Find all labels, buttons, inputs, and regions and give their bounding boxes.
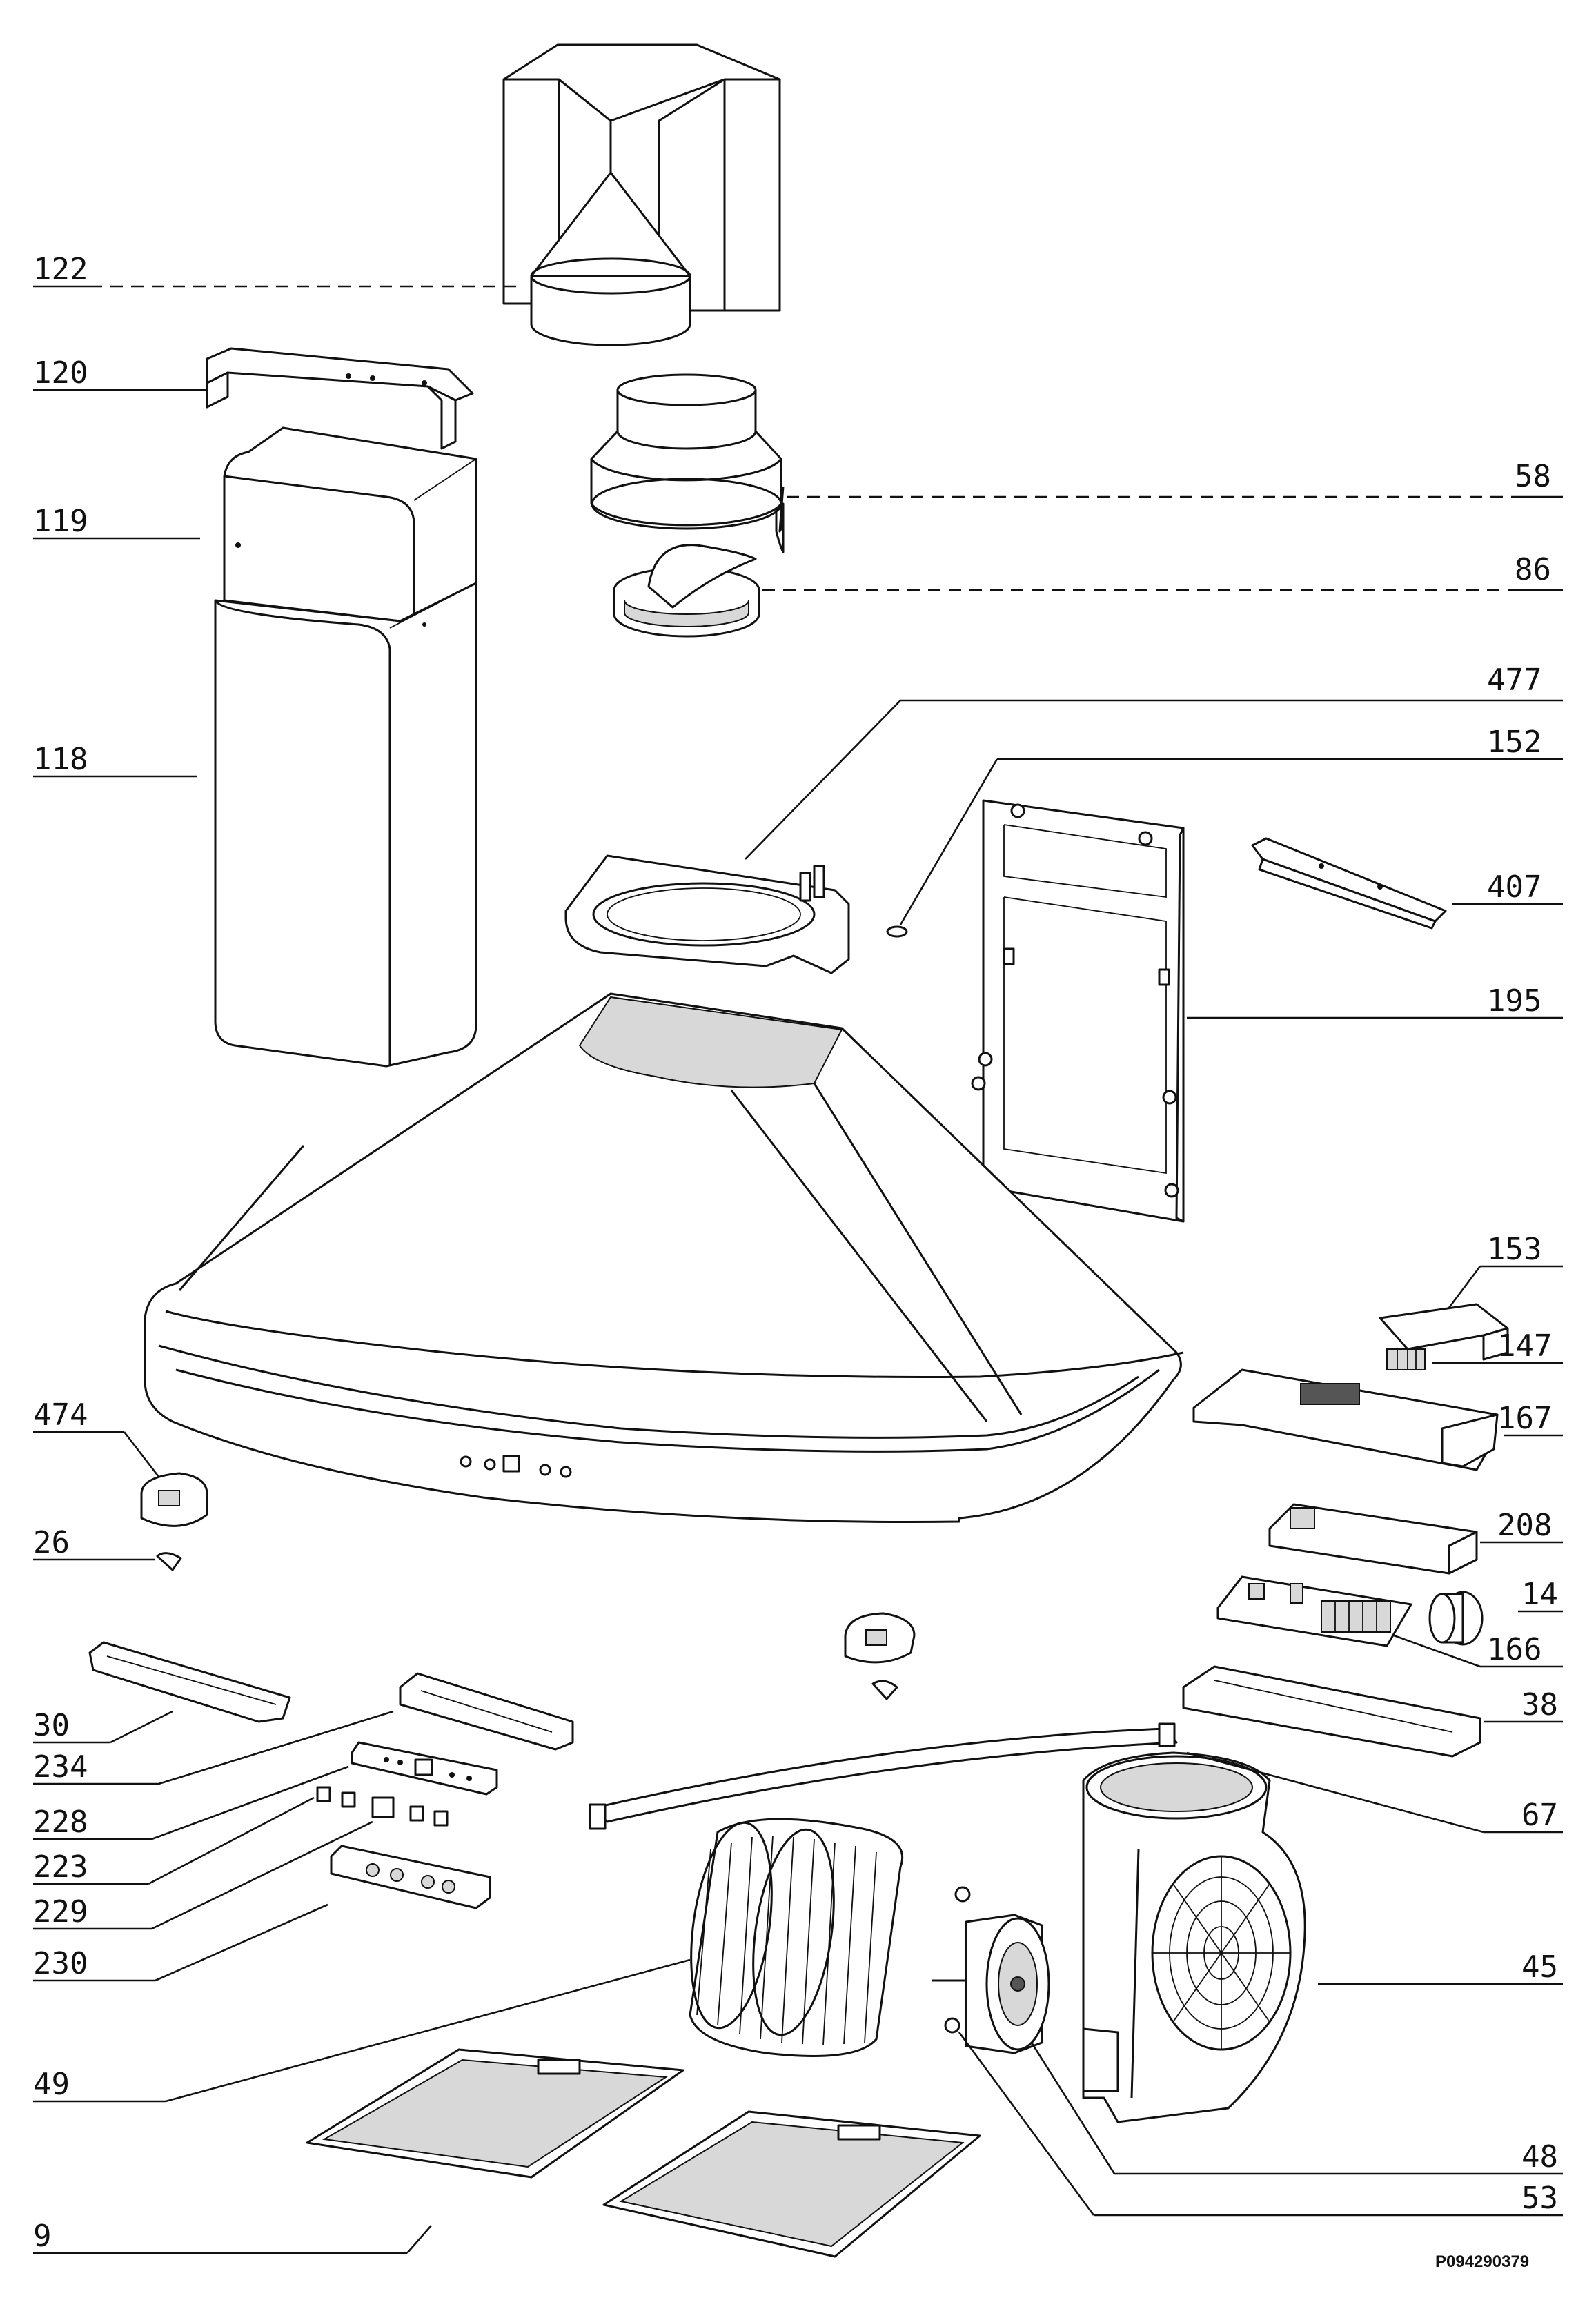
part-49-fan-impeller xyxy=(689,1818,904,2057)
part-229-selector-button xyxy=(371,1796,395,1818)
callout-14: 14 xyxy=(1518,1577,1563,1613)
svg-text:223: 223 xyxy=(33,1849,88,1885)
callout-229: 229 xyxy=(33,1820,373,1930)
svg-text:208: 208 xyxy=(1497,1508,1552,1543)
part-48-motor xyxy=(932,1914,1050,2054)
callout-230: 230 xyxy=(33,1903,328,1982)
svg-text:230: 230 xyxy=(33,1946,88,1981)
callout-147: 147 xyxy=(1432,1328,1563,1364)
svg-text:153: 153 xyxy=(1487,1232,1541,1267)
part-223-push-buttons xyxy=(316,1786,449,1827)
callout-120: 120 xyxy=(33,355,207,391)
callout-152: 152 xyxy=(899,725,1563,925)
callout-122: 122 xyxy=(33,252,524,288)
svg-text:86: 86 xyxy=(1515,552,1551,587)
callout-45: 45 xyxy=(1318,1949,1563,1985)
part-53-fixing-nuts xyxy=(944,1886,971,2034)
svg-text:195: 195 xyxy=(1487,983,1541,1019)
svg-text:48: 48 xyxy=(1521,2139,1558,2174)
callout-119: 119 xyxy=(33,504,200,540)
part-152-small-clip xyxy=(886,925,908,938)
part-14-capacitor xyxy=(1428,1591,1484,1646)
callout-223: 223 xyxy=(33,1796,315,1885)
callout-86: 86 xyxy=(762,552,1563,591)
callout-38: 38 xyxy=(1484,1687,1563,1723)
part-26-bulb xyxy=(156,1552,182,1571)
callout-407: 407 xyxy=(1452,869,1563,905)
svg-text:229: 229 xyxy=(33,1894,88,1929)
callout-153: 153 xyxy=(1448,1232,1563,1308)
part-474-lamp-holder xyxy=(140,1472,208,1527)
part-118-lower-chimney xyxy=(214,582,477,1068)
svg-text:120: 120 xyxy=(33,355,88,391)
part-86-backflow-damper xyxy=(613,544,760,638)
svg-text:234: 234 xyxy=(33,1749,88,1785)
part-230-control-board xyxy=(330,1845,491,1909)
svg-text:67: 67 xyxy=(1521,1798,1558,1833)
svg-text:147: 147 xyxy=(1497,1328,1552,1364)
part-58-outlet-flange xyxy=(590,373,785,553)
svg-text:122: 122 xyxy=(33,252,88,287)
svg-text:228: 228 xyxy=(33,1805,88,1840)
callout-30: 30 xyxy=(33,1708,173,1744)
callout-167: 167 xyxy=(1497,1401,1563,1437)
svg-text:407: 407 xyxy=(1487,869,1541,905)
part-30-lamp-trim xyxy=(88,1641,291,1723)
part-119-upper-chimney xyxy=(223,426,477,622)
part-234-control-housing xyxy=(399,1672,574,1751)
callout-228: 228 xyxy=(33,1765,349,1840)
callout-9: 9 xyxy=(33,2219,432,2254)
svg-text:152: 152 xyxy=(1487,725,1541,760)
part-67-cable-loom xyxy=(589,1722,1178,1830)
callout-49: 49 xyxy=(33,1958,691,2103)
part-195-rear-panel xyxy=(971,799,1185,1223)
callout-166: 166 xyxy=(1393,1632,1563,1668)
part-147-terminal-block xyxy=(1386,1348,1426,1370)
part-228-switch-plate xyxy=(351,1741,498,1796)
svg-text:118: 118 xyxy=(33,742,88,777)
callout-208: 208 xyxy=(1480,1508,1563,1544)
part-lamp-holder-right xyxy=(844,1612,916,1700)
svg-text:49: 49 xyxy=(33,2067,70,2102)
part-38-side-channel xyxy=(1182,1665,1481,1758)
svg-text:30: 30 xyxy=(33,1708,70,1743)
callout-118: 118 xyxy=(33,742,197,778)
part-9-grease-filters xyxy=(306,2048,981,2258)
part-166-circuit-board xyxy=(1216,1575,1412,1647)
part-45-blower-housing xyxy=(1082,1751,1306,2123)
svg-text:167: 167 xyxy=(1497,1401,1552,1436)
part-122-duct-adapter xyxy=(502,43,781,346)
part-hood-canopy xyxy=(144,992,1184,1524)
svg-text:477: 477 xyxy=(1487,662,1541,698)
svg-text:9: 9 xyxy=(33,2219,52,2254)
part-208-transformer xyxy=(1268,1503,1478,1575)
svg-text:119: 119 xyxy=(33,504,88,539)
part-477-motor-collar xyxy=(564,854,850,974)
callout-53: 53 xyxy=(958,2032,1563,2217)
svg-text:58: 58 xyxy=(1515,459,1551,494)
callout-67: 67 xyxy=(1186,1751,1563,1834)
part-167-electronics-tray xyxy=(1192,1368,1499,1471)
part-153-terminal-cover xyxy=(1379,1303,1509,1361)
svg-text:38: 38 xyxy=(1521,1687,1558,1722)
callout-477: 477 xyxy=(745,662,1563,860)
svg-text:53: 53 xyxy=(1521,2181,1558,2216)
callout-58: 58 xyxy=(787,459,1563,498)
svg-text:26: 26 xyxy=(33,1525,70,1560)
svg-text:166: 166 xyxy=(1487,1632,1541,1667)
callout-195: 195 xyxy=(1187,983,1563,1019)
svg-text:45: 45 xyxy=(1521,1949,1558,1985)
callout-234: 234 xyxy=(33,1710,394,1785)
svg-text:474: 474 xyxy=(33,1397,88,1433)
callout-48: 48 xyxy=(1030,2042,1563,2175)
callout-26: 26 xyxy=(33,1525,155,1561)
svg-text:14: 14 xyxy=(1521,1577,1558,1612)
part-120-chimney-bracket xyxy=(206,347,474,450)
callout-474: 474 xyxy=(33,1397,160,1477)
part-407-mounting-bracket xyxy=(1251,837,1447,930)
drawing-code: P094290379 xyxy=(1435,2252,1529,2271)
